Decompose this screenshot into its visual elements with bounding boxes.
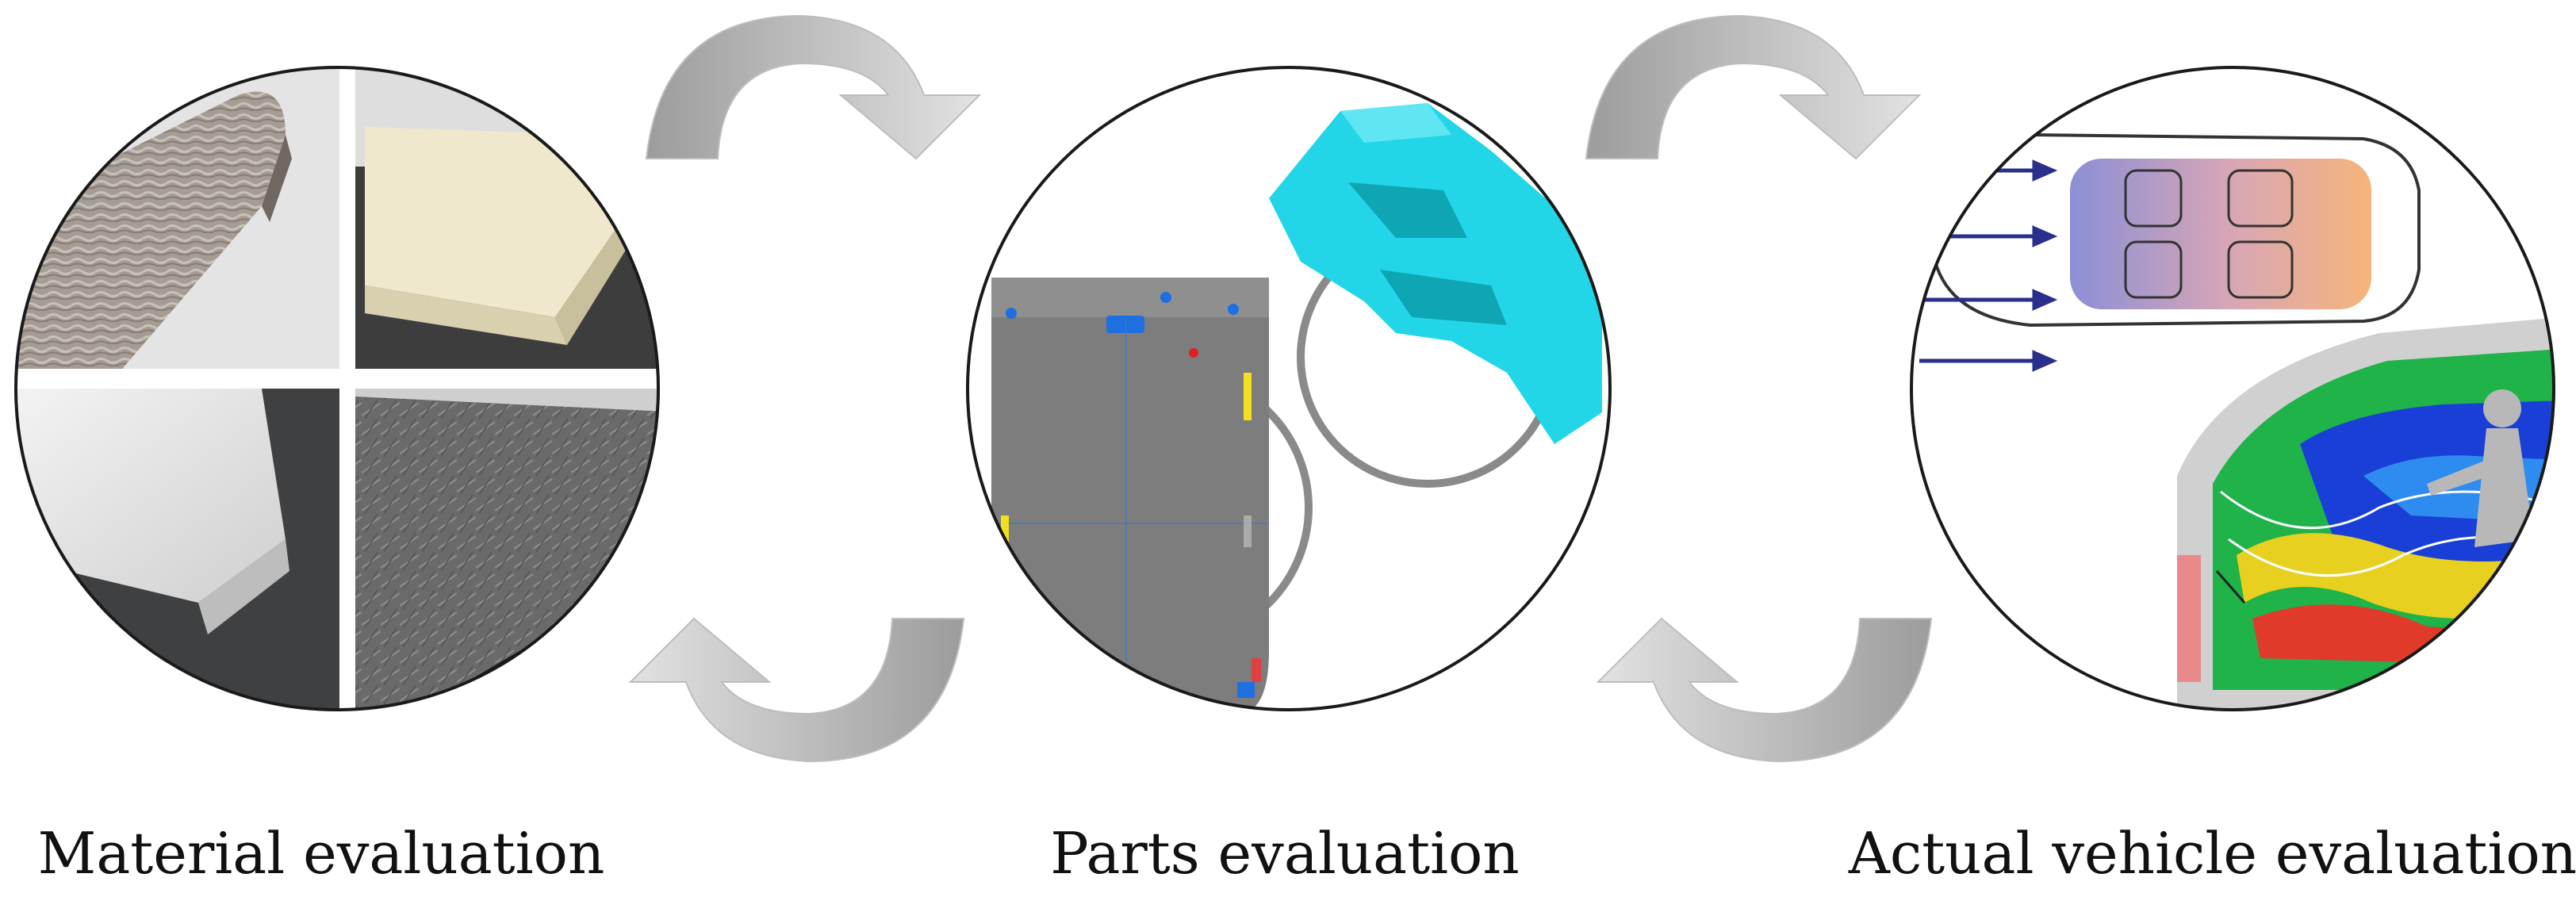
car-top-view: [1934, 132, 2421, 328]
curved-arrow-left-icon: [628, 617, 965, 763]
parts-evaluation-caption: Parts evaluation: [1050, 820, 1520, 887]
parts-circle-outline: [966, 66, 1612, 711]
cream-foam-sample: [355, 67, 658, 369]
material-evaluation-caption: Material evaluation: [37, 820, 605, 887]
curved-arrow-right-icon: [645, 14, 982, 160]
cyan-cad-part: [1269, 103, 1602, 444]
grey-felt-sample: [355, 389, 658, 710]
white-foam-sample: [16, 389, 339, 710]
vehicle-thermal-simulation: [1911, 67, 2554, 710]
material-circle-outline: [14, 66, 660, 711]
mannequin: [2427, 389, 2534, 547]
vehicle-circle-outline: [1910, 66, 2555, 711]
curved-arrow-left-icon: [1596, 617, 1933, 763]
headliner-cad-model: [968, 67, 1610, 710]
vehicle-evaluation-caption: Actual vehicle evaluation: [1848, 820, 2576, 887]
curved-arrow-right-icon: [1585, 14, 1922, 160]
grey-headliner-panel: [991, 278, 1269, 710]
material-samples-photo: [16, 67, 658, 710]
foil-laminate-sample: [16, 67, 339, 374]
